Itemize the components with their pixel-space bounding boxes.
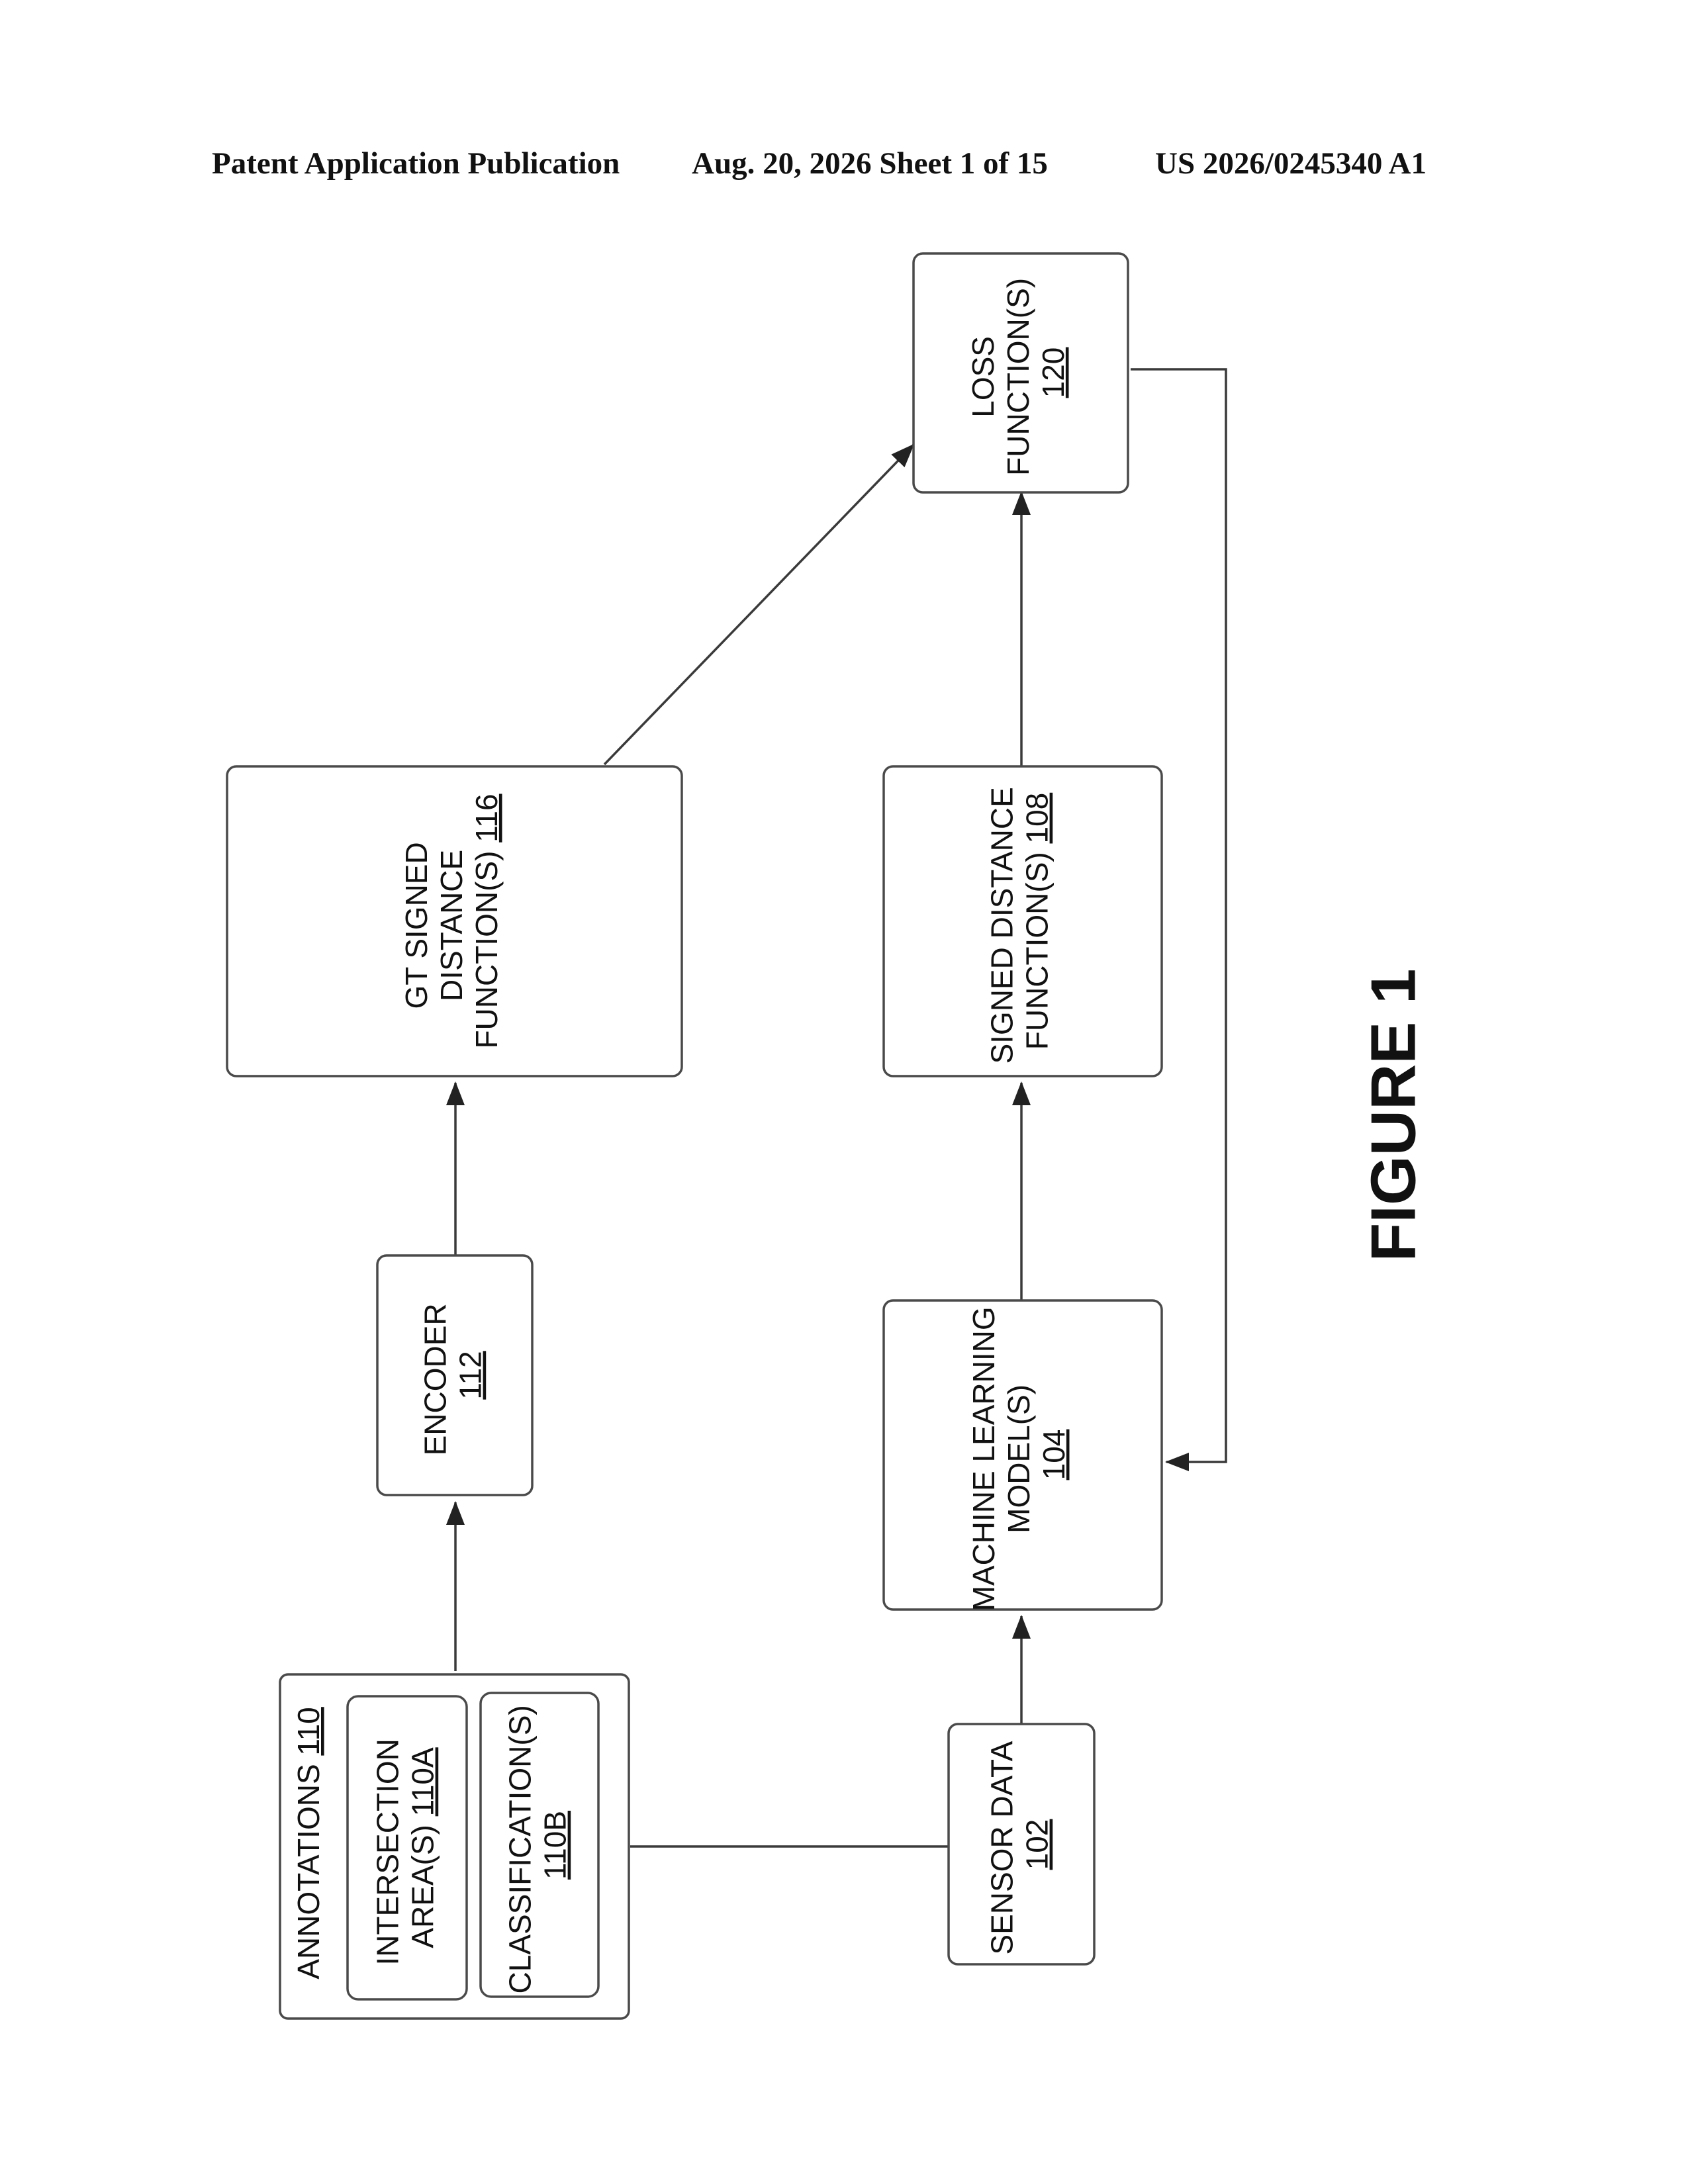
loss-line1: LOSS — [966, 336, 1000, 418]
gt-sdf-line1: GT SIGNED — [399, 842, 434, 1009]
annotations-ref: 110 — [291, 1707, 326, 1755]
figure-label: FIGURE 1 — [1358, 969, 1429, 1262]
edge-gt-sdf-to-loss — [604, 445, 914, 764]
encoder-line1: ENCODER — [418, 1303, 453, 1455]
ml-model-ref: 104 — [1037, 1430, 1071, 1480]
encoder-ref: 112 — [453, 1351, 488, 1399]
ml-model-line2: MODEL(S) — [1002, 1385, 1036, 1533]
sdf-label: SIGNED DISTANCE FUNCTION(S) 108 — [985, 778, 1055, 1064]
ml-model-line1: MACHINE LEARNING — [966, 1306, 1001, 1611]
loss-ref: 120 — [1036, 347, 1070, 398]
gt-sdf-line3: FUNCTION(S) — [469, 851, 504, 1049]
gt-sdf-ref: 116 — [469, 794, 504, 842]
classifications-ref: 110B — [538, 1811, 573, 1880]
intersection-areas-line2: AREA(S) — [406, 1825, 440, 1948]
sdf-ref: 108 — [1020, 793, 1055, 844]
annotations-title: ANNOTATIONS — [291, 1764, 326, 1979]
intersection-areas-label: INTERSECTION AREA(S) 110A — [371, 1730, 440, 1965]
sdf-line1: SIGNED DISTANCE — [985, 787, 1019, 1064]
classifications-line1: CLASSIFICATION(S) — [503, 1705, 538, 1993]
annotations-label: ANNOTATIONS 110 — [291, 1707, 326, 1979]
sdf-line2: FUNCTION(S) — [1020, 852, 1055, 1050]
sensor-data-line1: SENSOR DATA — [985, 1741, 1019, 1954]
loss-line2: FUNCTION(S) — [1001, 278, 1035, 476]
intersection-areas-line1: INTERSECTION — [371, 1739, 405, 1965]
gt-sdf-line2: DISTANCE — [434, 850, 469, 1001]
sensor-data-ref: 102 — [1020, 1819, 1055, 1870]
intersection-areas-ref: 110A — [406, 1747, 440, 1816]
